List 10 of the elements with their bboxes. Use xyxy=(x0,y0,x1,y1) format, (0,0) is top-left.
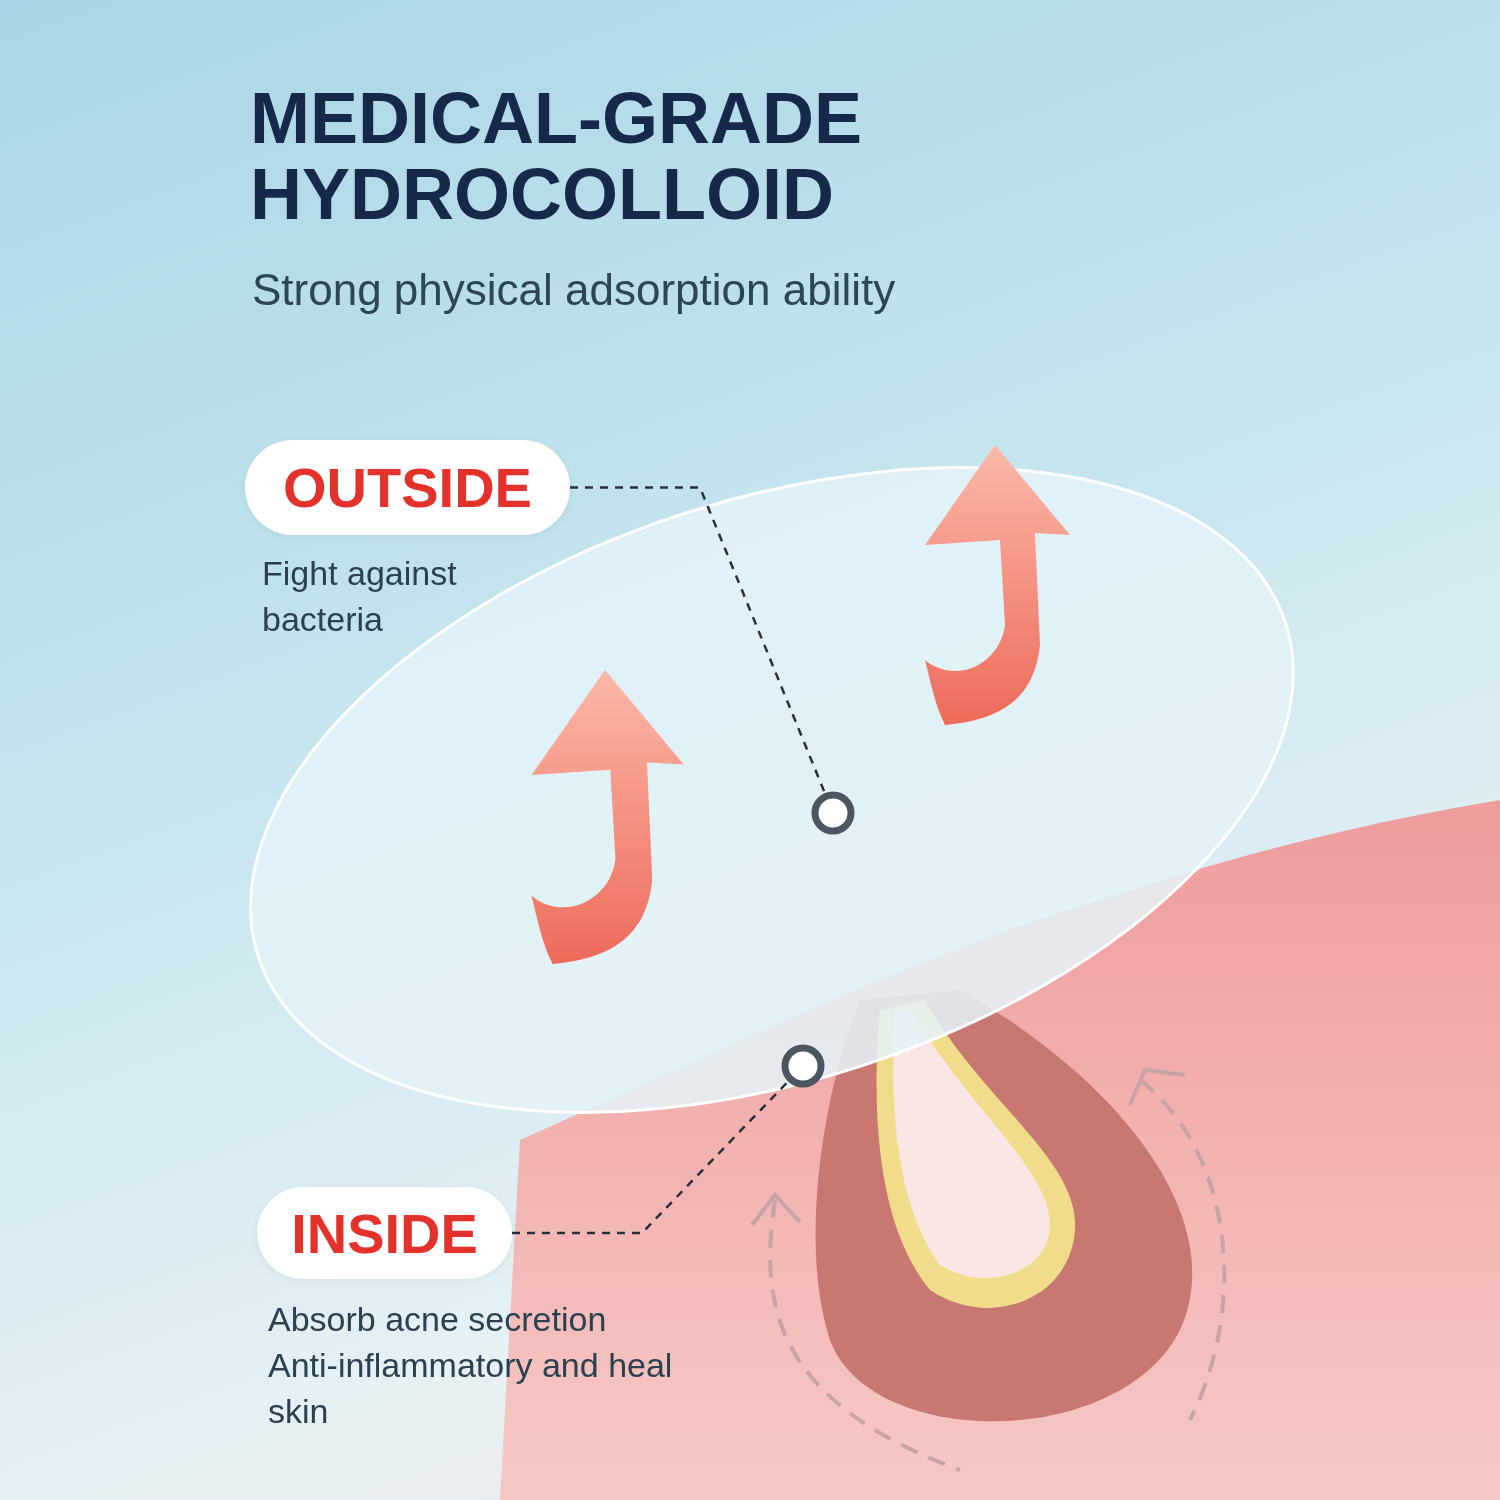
target-dot xyxy=(781,1044,825,1088)
leader-line xyxy=(512,1080,790,1235)
target-dot xyxy=(811,791,855,835)
description-text: Anti-inflammatory and heal skin xyxy=(268,1345,674,1432)
description-text: Absorb acne secretion xyxy=(268,1299,608,1340)
label-pill: INSIDE xyxy=(257,1187,512,1279)
subtitle: Strong physical adsorption ability xyxy=(252,265,896,315)
label-pill: OUTSIDE xyxy=(245,440,570,535)
title: MEDICAL-GRADE HYDROCOLLOID xyxy=(250,80,863,232)
description-text: Fight against bacteria xyxy=(262,553,458,640)
